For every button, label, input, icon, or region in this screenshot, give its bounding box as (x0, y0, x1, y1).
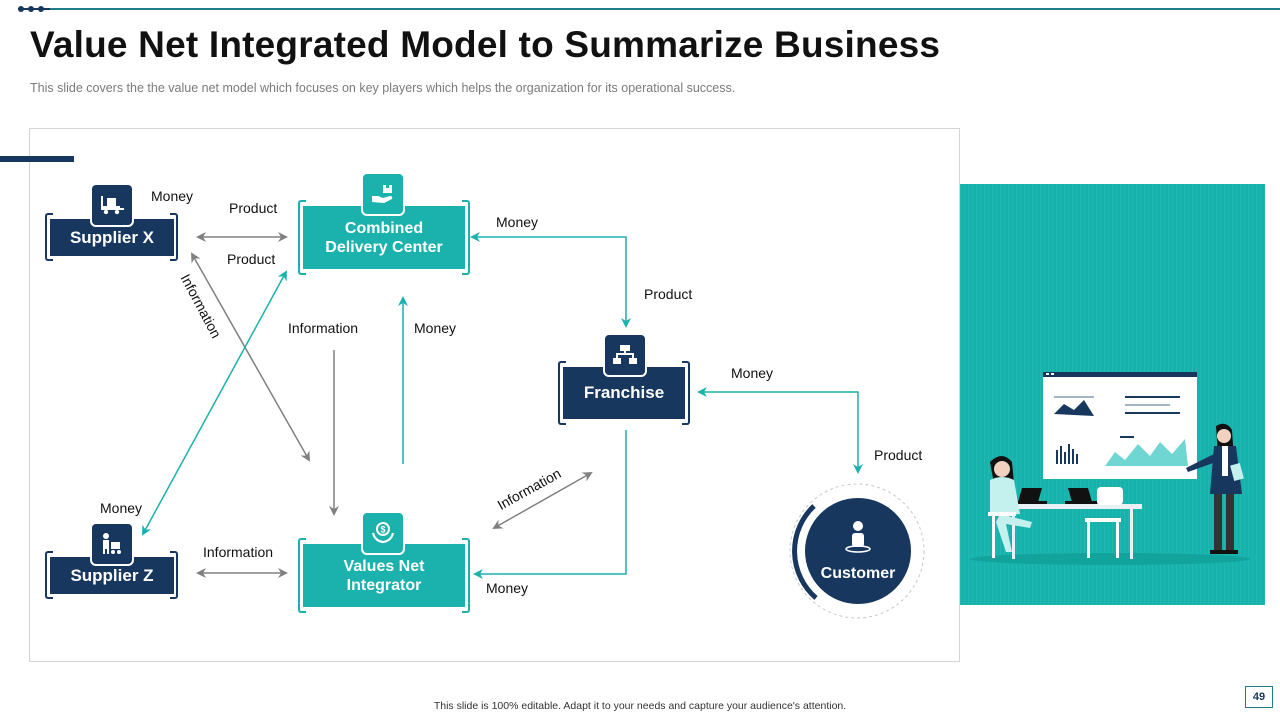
label-customer-product: Product (874, 447, 923, 463)
top-dot-connector (18, 8, 50, 10)
franchise-bracket-right (682, 361, 690, 425)
forklift-icon (90, 183, 134, 227)
arrow-cdc-franchise (470, 232, 631, 328)
arrow-supplierx-integrator (191, 252, 310, 462)
supplier-x-bracket-right (170, 213, 178, 261)
franchise-label: Franchise (583, 383, 665, 402)
label-supplierx-product-top: Product (229, 200, 278, 216)
arrow-franchise-customer (697, 387, 863, 474)
top-rule (50, 8, 1280, 10)
label-franchise-product: Product (644, 286, 693, 302)
arrow-franchise-integrator (473, 430, 627, 579)
label-supplierx-product-bottom: Product (227, 251, 276, 267)
integrator-label-line-1: Values Net (343, 557, 425, 575)
slide-subtitle: This slide covers the the value net mode… (30, 81, 736, 95)
cdc-label-line-1: Combined (344, 219, 424, 237)
slide-title: Value Net Integrated Model to Summarize … (30, 24, 941, 65)
label-center-information: Information (288, 320, 359, 336)
supplier-z-bracket-left (45, 551, 53, 599)
label-cdc-money: Money (496, 214, 539, 230)
illustration-panel (960, 184, 1265, 605)
label-supplierz-money: Money (100, 500, 143, 516)
worker-cart-icon (90, 522, 134, 566)
supplier-x-label: Supplier X (69, 227, 155, 247)
page-number: 49 (1245, 686, 1273, 708)
arrow-supplierz-cdc (142, 270, 287, 536)
integrator-label-line-2: Integrator (346, 576, 422, 594)
integrator-bracket-right (462, 538, 470, 613)
label-supplierz-information: Information (203, 544, 274, 560)
cdc-bracket-right (462, 200, 470, 275)
franchise-bracket-left (558, 361, 566, 425)
customer-ring (789, 483, 925, 619)
svg-text:$: $ (380, 525, 385, 535)
hand-box-icon (361, 172, 405, 216)
customer-label: Customer (820, 564, 896, 582)
hand-dollar-icon: $ (361, 511, 405, 555)
franchise-node: Franchise (563, 367, 685, 419)
cdc-label-line-2: Delivery Center (325, 238, 443, 256)
store-network-icon (603, 333, 647, 377)
supplier-x-bracket-left (45, 213, 53, 261)
cdc-bracket-left (298, 200, 306, 275)
accent-bar (0, 156, 74, 162)
arrow-integrator-franchise-info (492, 472, 593, 529)
customer-node: Customer (805, 498, 911, 604)
label-supplierx-money: Money (151, 188, 194, 204)
label-franchise-money: Money (731, 365, 774, 381)
footer-note: This slide is 100% editable. Adapt it to… (433, 700, 847, 712)
label-integrator-money: Money (486, 580, 529, 596)
supplier-z-bracket-right (170, 551, 178, 599)
presentation-illustration (970, 372, 1250, 565)
person-icon (843, 520, 873, 559)
supplier-z-label: Supplier Z (70, 565, 154, 585)
integrator-node: Values Net Integrator (303, 544, 465, 607)
cdc-node: Combined Delivery Center (303, 206, 465, 269)
label-center-money: Money (414, 320, 457, 336)
integrator-bracket-left (298, 538, 306, 613)
